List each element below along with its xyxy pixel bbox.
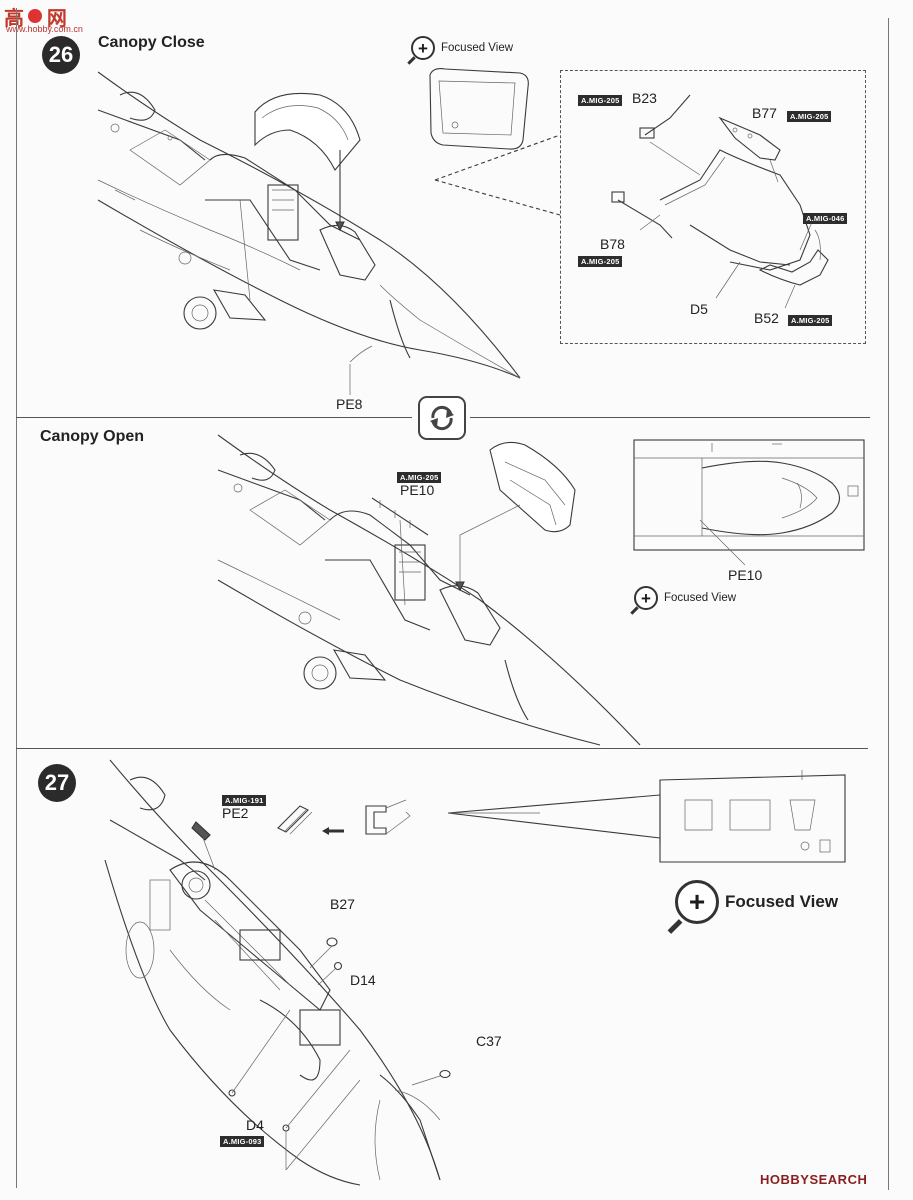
part-label-b78: B78 <box>600 236 625 252</box>
watermark-hobbysearch: HOBBYSEARCH <box>760 1172 868 1187</box>
magnifier-plus-icon: + <box>675 880 719 924</box>
paint-tag-pe10: A.MIG-205 <box>397 472 442 483</box>
part-label-pe10-b: PE10 <box>728 567 763 583</box>
focused-detail-box-close <box>560 70 866 344</box>
paint-tag-b52: A.MIG-205 <box>788 315 833 326</box>
paint-tag-pe2: A.MIG-191 <box>222 795 267 806</box>
part-label-b23: B23 <box>632 90 657 106</box>
part-label-pe8: PE8 <box>336 396 363 412</box>
part-label-d5: D5 <box>690 301 708 317</box>
part-label-pe2: PE2 <box>222 805 249 821</box>
step-number-27: 27 <box>38 764 76 802</box>
paint-tag-b23: A.MIG-205 <box>578 95 623 106</box>
part-label-b77: B77 <box>752 105 777 121</box>
page-frame-right <box>888 18 889 1190</box>
part-label-b27: B27 <box>330 896 355 912</box>
page-frame-left <box>16 8 17 1188</box>
paint-tag-mid: A.MIG-046 <box>803 213 848 224</box>
focused-view-text: Focused View <box>441 42 514 54</box>
part-label-d14: D14 <box>350 972 376 988</box>
section-title-canopy-open: Canopy Open <box>40 428 145 445</box>
watermark-logo-icon <box>28 9 43 23</box>
focused-view-label-27: + Focused View <box>675 880 838 924</box>
focused-view-label-close: + Focused View <box>411 36 513 60</box>
cockpit-top-view-open <box>633 439 865 551</box>
watermark-url: www.hobby.com.cn <box>6 24 83 34</box>
part-label-pe10-a: PE10 <box>400 482 435 498</box>
pe2-fret-illustration <box>277 799 411 835</box>
section-title-canopy-close: Canopy Close <box>98 34 205 51</box>
magnifier-plus-icon: + <box>634 586 658 610</box>
divider-line-2 <box>16 748 868 749</box>
magnifier-plus-icon: + <box>411 36 435 60</box>
part-label-d4: D4 <box>246 1117 264 1133</box>
part-label-b52: B52 <box>754 310 779 326</box>
focused-view-text: Focused View <box>725 892 839 911</box>
watermark-logo-chars: 高 <box>4 8 24 30</box>
paint-tag-b78: A.MIG-205 <box>578 256 623 267</box>
paint-tag-d4: A.MIG-093 <box>220 1136 265 1147</box>
focused-view-label-open: + Focused View <box>634 586 736 610</box>
step-number-26: 26 <box>42 36 80 74</box>
canopy-frame-thumbnail <box>429 68 529 150</box>
divider-line-1a <box>16 417 412 418</box>
watermark-logo: 高 网 <box>4 8 67 30</box>
part-label-c37: C37 <box>476 1033 502 1049</box>
divider-line-1b <box>470 417 870 418</box>
paint-tag-b77: A.MIG-205 <box>787 111 832 122</box>
flip-over-icon <box>418 396 466 440</box>
arrow-left-icon <box>322 822 344 835</box>
focused-view-text: Focused View <box>664 592 737 604</box>
